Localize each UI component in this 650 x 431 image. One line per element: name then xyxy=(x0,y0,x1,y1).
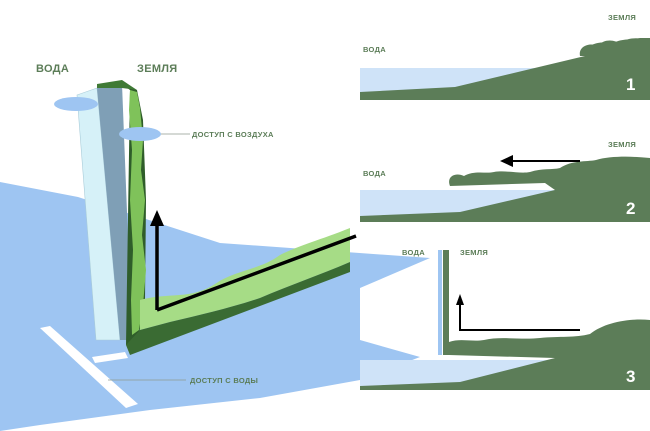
arrow-horizontal xyxy=(156,234,357,312)
panel-2-land xyxy=(360,156,650,222)
tower-side xyxy=(97,84,132,340)
panel-1-land xyxy=(360,38,650,100)
panel-1-label-water: ВОДА xyxy=(363,45,386,54)
panel-2-arrow-head xyxy=(500,155,513,167)
panel-2-number: 2 xyxy=(626,199,636,218)
panel-3-land xyxy=(360,319,650,390)
label-water-access: ДОСТУП С ВОДЫ xyxy=(190,376,259,385)
panel-2-label-land: ЗЕМЛЯ xyxy=(608,140,637,149)
panel-1-bushes xyxy=(579,38,650,56)
panel-1-label-land: ЗЕМЛЯ xyxy=(608,13,637,22)
panel-3-wall xyxy=(443,250,449,355)
panel-2-label-water: ВОДА xyxy=(363,169,386,178)
panel-3-arrow-head xyxy=(456,294,464,305)
panel-3-tower xyxy=(438,250,442,355)
pier xyxy=(40,326,138,408)
land-strip-front xyxy=(126,262,350,355)
label-land-main: ЗЕМЛЯ xyxy=(137,63,178,75)
label-air-access: ДОСТУП С ВОЗДУХА xyxy=(192,130,274,139)
arrow-vertical-head xyxy=(150,210,164,226)
air-landing-lower xyxy=(119,127,161,141)
panel-3-label-water: ВОДА xyxy=(402,248,425,257)
panel-3-number: 3 xyxy=(626,367,636,386)
pier-stem xyxy=(92,352,128,363)
air-landing-upper xyxy=(54,97,98,111)
panel-1-number: 1 xyxy=(626,75,636,94)
panel-3-label-land: ЗЕМЛЯ xyxy=(460,248,489,257)
tower-top xyxy=(97,80,137,90)
label-water-main: ВОДА xyxy=(36,63,70,75)
land-wall-texture xyxy=(129,90,146,335)
